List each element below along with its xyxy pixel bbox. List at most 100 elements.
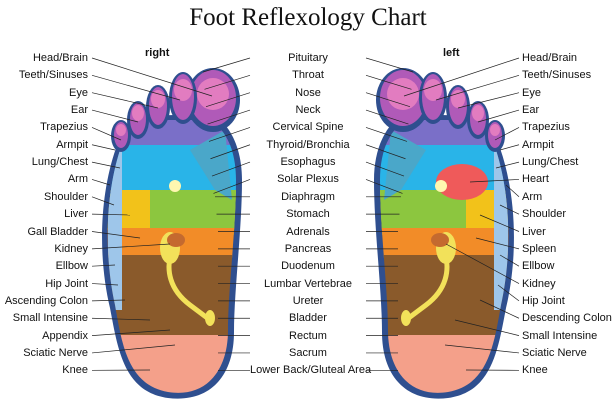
leader-lines [91, 57, 520, 371]
label-right-foot-ascending-colon: Ascending Colon [4, 294, 88, 307]
leader-line [365, 92, 411, 108]
leader-line [365, 161, 405, 177]
label-center-rectum: Rectum [289, 329, 327, 342]
leader-line [91, 231, 141, 239]
label-left-foot-head-brain: Head/Brain [522, 52, 578, 64]
leader-line [91, 329, 171, 336]
leader-line [444, 344, 520, 354]
label-right-foot-kidney: Kidney [54, 242, 88, 255]
leader-line [499, 254, 520, 267]
right-foot [102, 68, 242, 399]
leader-line [207, 109, 251, 125]
label-left-foot-knee: Knee [522, 364, 548, 377]
leader-line [91, 179, 111, 186]
leader-line [91, 127, 122, 141]
leader-line [497, 284, 520, 302]
leader-line [91, 161, 121, 169]
leader-line [202, 57, 251, 73]
leader-line [91, 264, 116, 267]
left-foot [374, 68, 514, 399]
label-right-foot-shoulder: Shoulder [43, 190, 88, 203]
label-right-foot-head-brain: Head/Brain [32, 52, 88, 64]
label-center-cervical-spine: Cervical Spine [272, 121, 344, 134]
label-left-foot-shoulder: Shoulder [522, 208, 567, 221]
label-center-throat: Throat [292, 69, 324, 82]
label-left-foot-ear: Ear [522, 104, 540, 117]
label-left-foot-kidney: Kidney [522, 277, 556, 290]
label-left-foot-arm: Arm [522, 190, 543, 203]
leader-line [91, 144, 116, 151]
leader-line [91, 243, 171, 250]
label-right-foot-liver: Liver [64, 208, 88, 221]
leader-line [495, 161, 520, 169]
label-left-foot-liver: Liver [522, 225, 546, 238]
label-left-foot-trapezius: Trapezius [522, 121, 570, 134]
leader-line [435, 75, 520, 101]
label-right-foot-gall-bladder: Gall Bladder [27, 225, 88, 238]
label-right-foot-trapezius: Trapezius [40, 121, 88, 134]
leader-line [479, 299, 520, 319]
leader-line [91, 92, 159, 109]
leader-line [365, 144, 406, 160]
leader-line [91, 75, 181, 101]
leader-line [91, 57, 213, 97]
leader-line [208, 127, 251, 142]
leader-line [494, 127, 520, 141]
leader-line [211, 161, 251, 177]
label-center-solar-plexus: Solar Plexus [277, 173, 339, 186]
label-center-lumbar-vertebrae: Lumbar Vertebrae [263, 277, 353, 290]
label-center-sacrum: Sacrum [289, 346, 327, 359]
label-right-foot-eye: Eye [69, 86, 88, 99]
label-right-foot-armpit: Armpit [56, 138, 88, 151]
leader-line [454, 319, 520, 336]
leader-line [403, 57, 520, 97]
leader-line [457, 92, 520, 109]
leader-line [91, 299, 126, 302]
label-right-foot-arm: Arm [67, 173, 88, 186]
right-foot-label: right [145, 47, 170, 59]
label-center-lower-back-gluteal-area: Lower Back/Gluteal Area [250, 364, 372, 377]
label-right-foot-appendix: Appendix [42, 329, 88, 342]
label-right-foot-sciatic-nerve: Sciatic Nerve [23, 346, 88, 359]
leader-line [499, 204, 520, 215]
leader-line [91, 196, 115, 206]
leader-line [365, 127, 408, 142]
label-left-foot-sciatic-nerve: Sciatic Nerve [522, 346, 587, 359]
leader-line [91, 109, 139, 123]
leader-line [499, 144, 520, 151]
label-right-foot-teeth-sinuses: Teeth/Sinuses [18, 69, 88, 82]
leader-line [91, 317, 151, 321]
label-right-foot-knee: Knee [62, 364, 88, 377]
leader-line [365, 57, 414, 73]
label-center-pituitary: Pituitary [288, 52, 328, 64]
leader-line [204, 75, 251, 90]
leader-line [469, 179, 520, 183]
left-foot-label: left [443, 47, 460, 59]
label-left-foot-armpit: Armpit [522, 138, 554, 151]
label-center-esophagus: Esophagus [280, 156, 336, 169]
label-center-duodenum: Duodenum [281, 260, 335, 273]
leader-line [505, 184, 520, 198]
label-left-foot-ellbow: Ellbow [522, 260, 555, 273]
leader-line [91, 213, 131, 216]
label-right-foot-ear: Ear [70, 104, 88, 117]
left-toes [376, 68, 505, 152]
right-toes [111, 68, 240, 152]
label-center-neck: Neck [295, 104, 321, 117]
label-center-nose: Nose [295, 86, 321, 99]
leader-line [210, 144, 251, 160]
label-left-foot-eye: Eye [522, 86, 541, 99]
label-left-foot-descending-colon: Descending Colon [522, 312, 612, 325]
leader-line [477, 109, 520, 123]
chart-title: Foot Reflexology Chart [189, 4, 427, 31]
label-left-foot-spleen: Spleen [522, 242, 557, 255]
leader-line [475, 237, 520, 250]
label-right-foot-lung-chest: Lung/Chest [31, 156, 88, 169]
label-center-ureter: Ureter [292, 294, 324, 307]
label-center-adrenals: Adrenals [286, 225, 330, 238]
label-center-stomach: Stomach [286, 208, 330, 221]
label-right-foot-ellbow: Ellbow [55, 260, 88, 273]
label-center-bladder: Bladder [289, 312, 327, 325]
label-center-diaphragm: Diaphragm [281, 190, 335, 203]
